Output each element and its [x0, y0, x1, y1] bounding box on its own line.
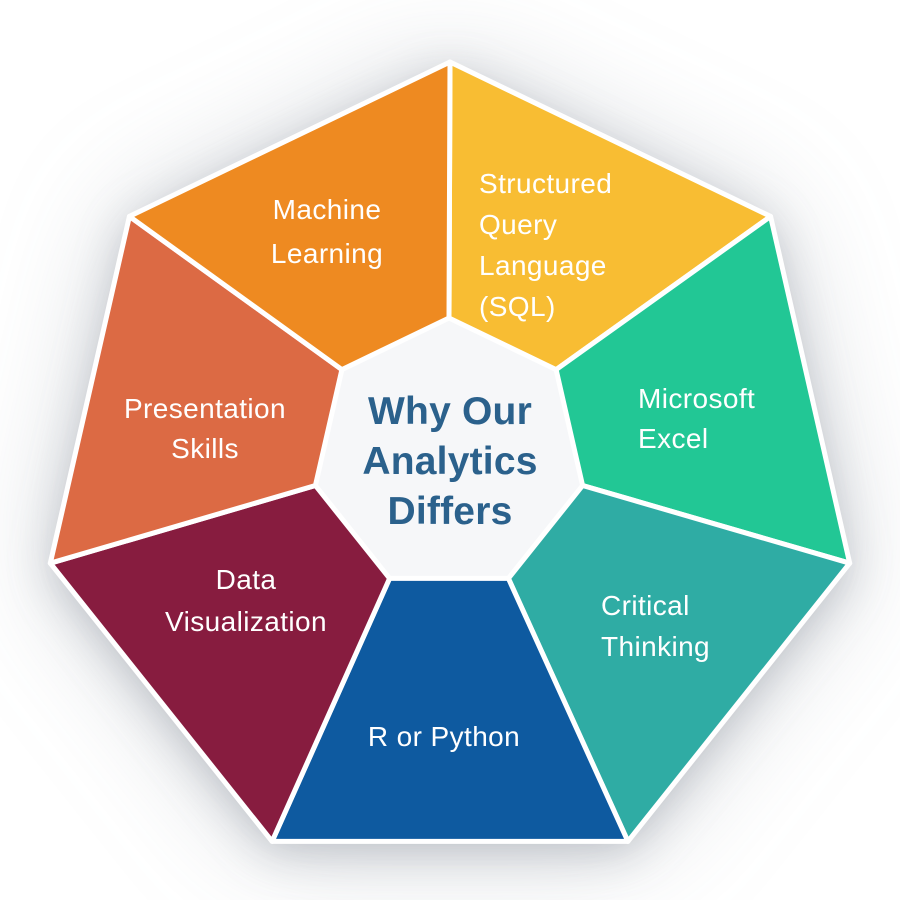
segment-machine-learning-shape [126, 59, 453, 373]
